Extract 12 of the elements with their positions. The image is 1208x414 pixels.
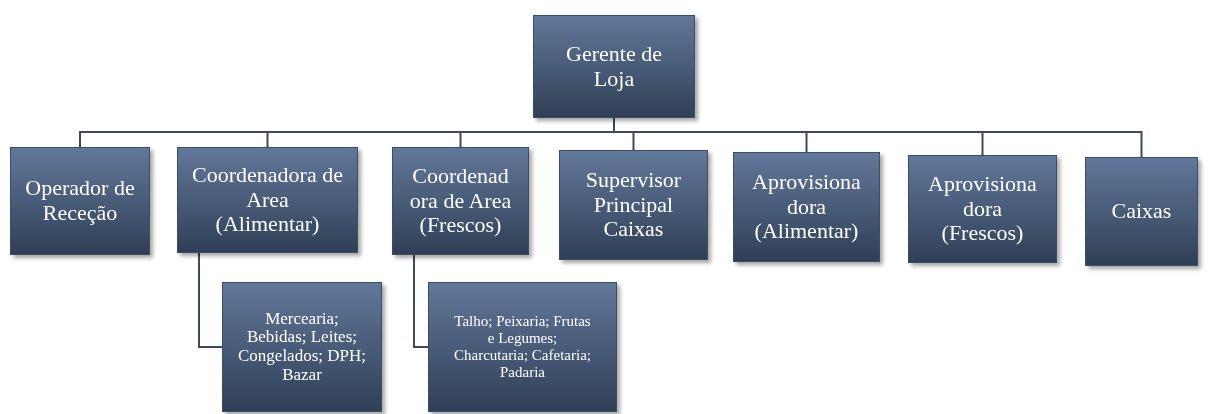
org-box: Talho; Peixaria; Frutas e Legumes; Charcutaria; Cafetaria; Padaria [428, 282, 617, 412]
org-box: Supervisor Principal Caixas [559, 150, 708, 260]
connector-line [198, 252, 223, 348]
org-box: Caixas [1085, 157, 1198, 266]
org-box: Gerente de Loja [533, 15, 695, 118]
connector-line [413, 254, 429, 348]
org-box: Mercearia; Bebidas; Leites; Congelados; DPH; Bazar [222, 282, 382, 412]
org-box: Aprovisiona dora (Alimentar) [733, 152, 880, 262]
org-box: Aprovisiona dora (Frescos) [908, 155, 1057, 263]
org-box: Operador de Receção [10, 147, 150, 255]
org-box: Coordenadora de Area (Alimentar) [177, 147, 358, 253]
org-box: Coordenad ora de Area (Frescos) [392, 147, 529, 255]
